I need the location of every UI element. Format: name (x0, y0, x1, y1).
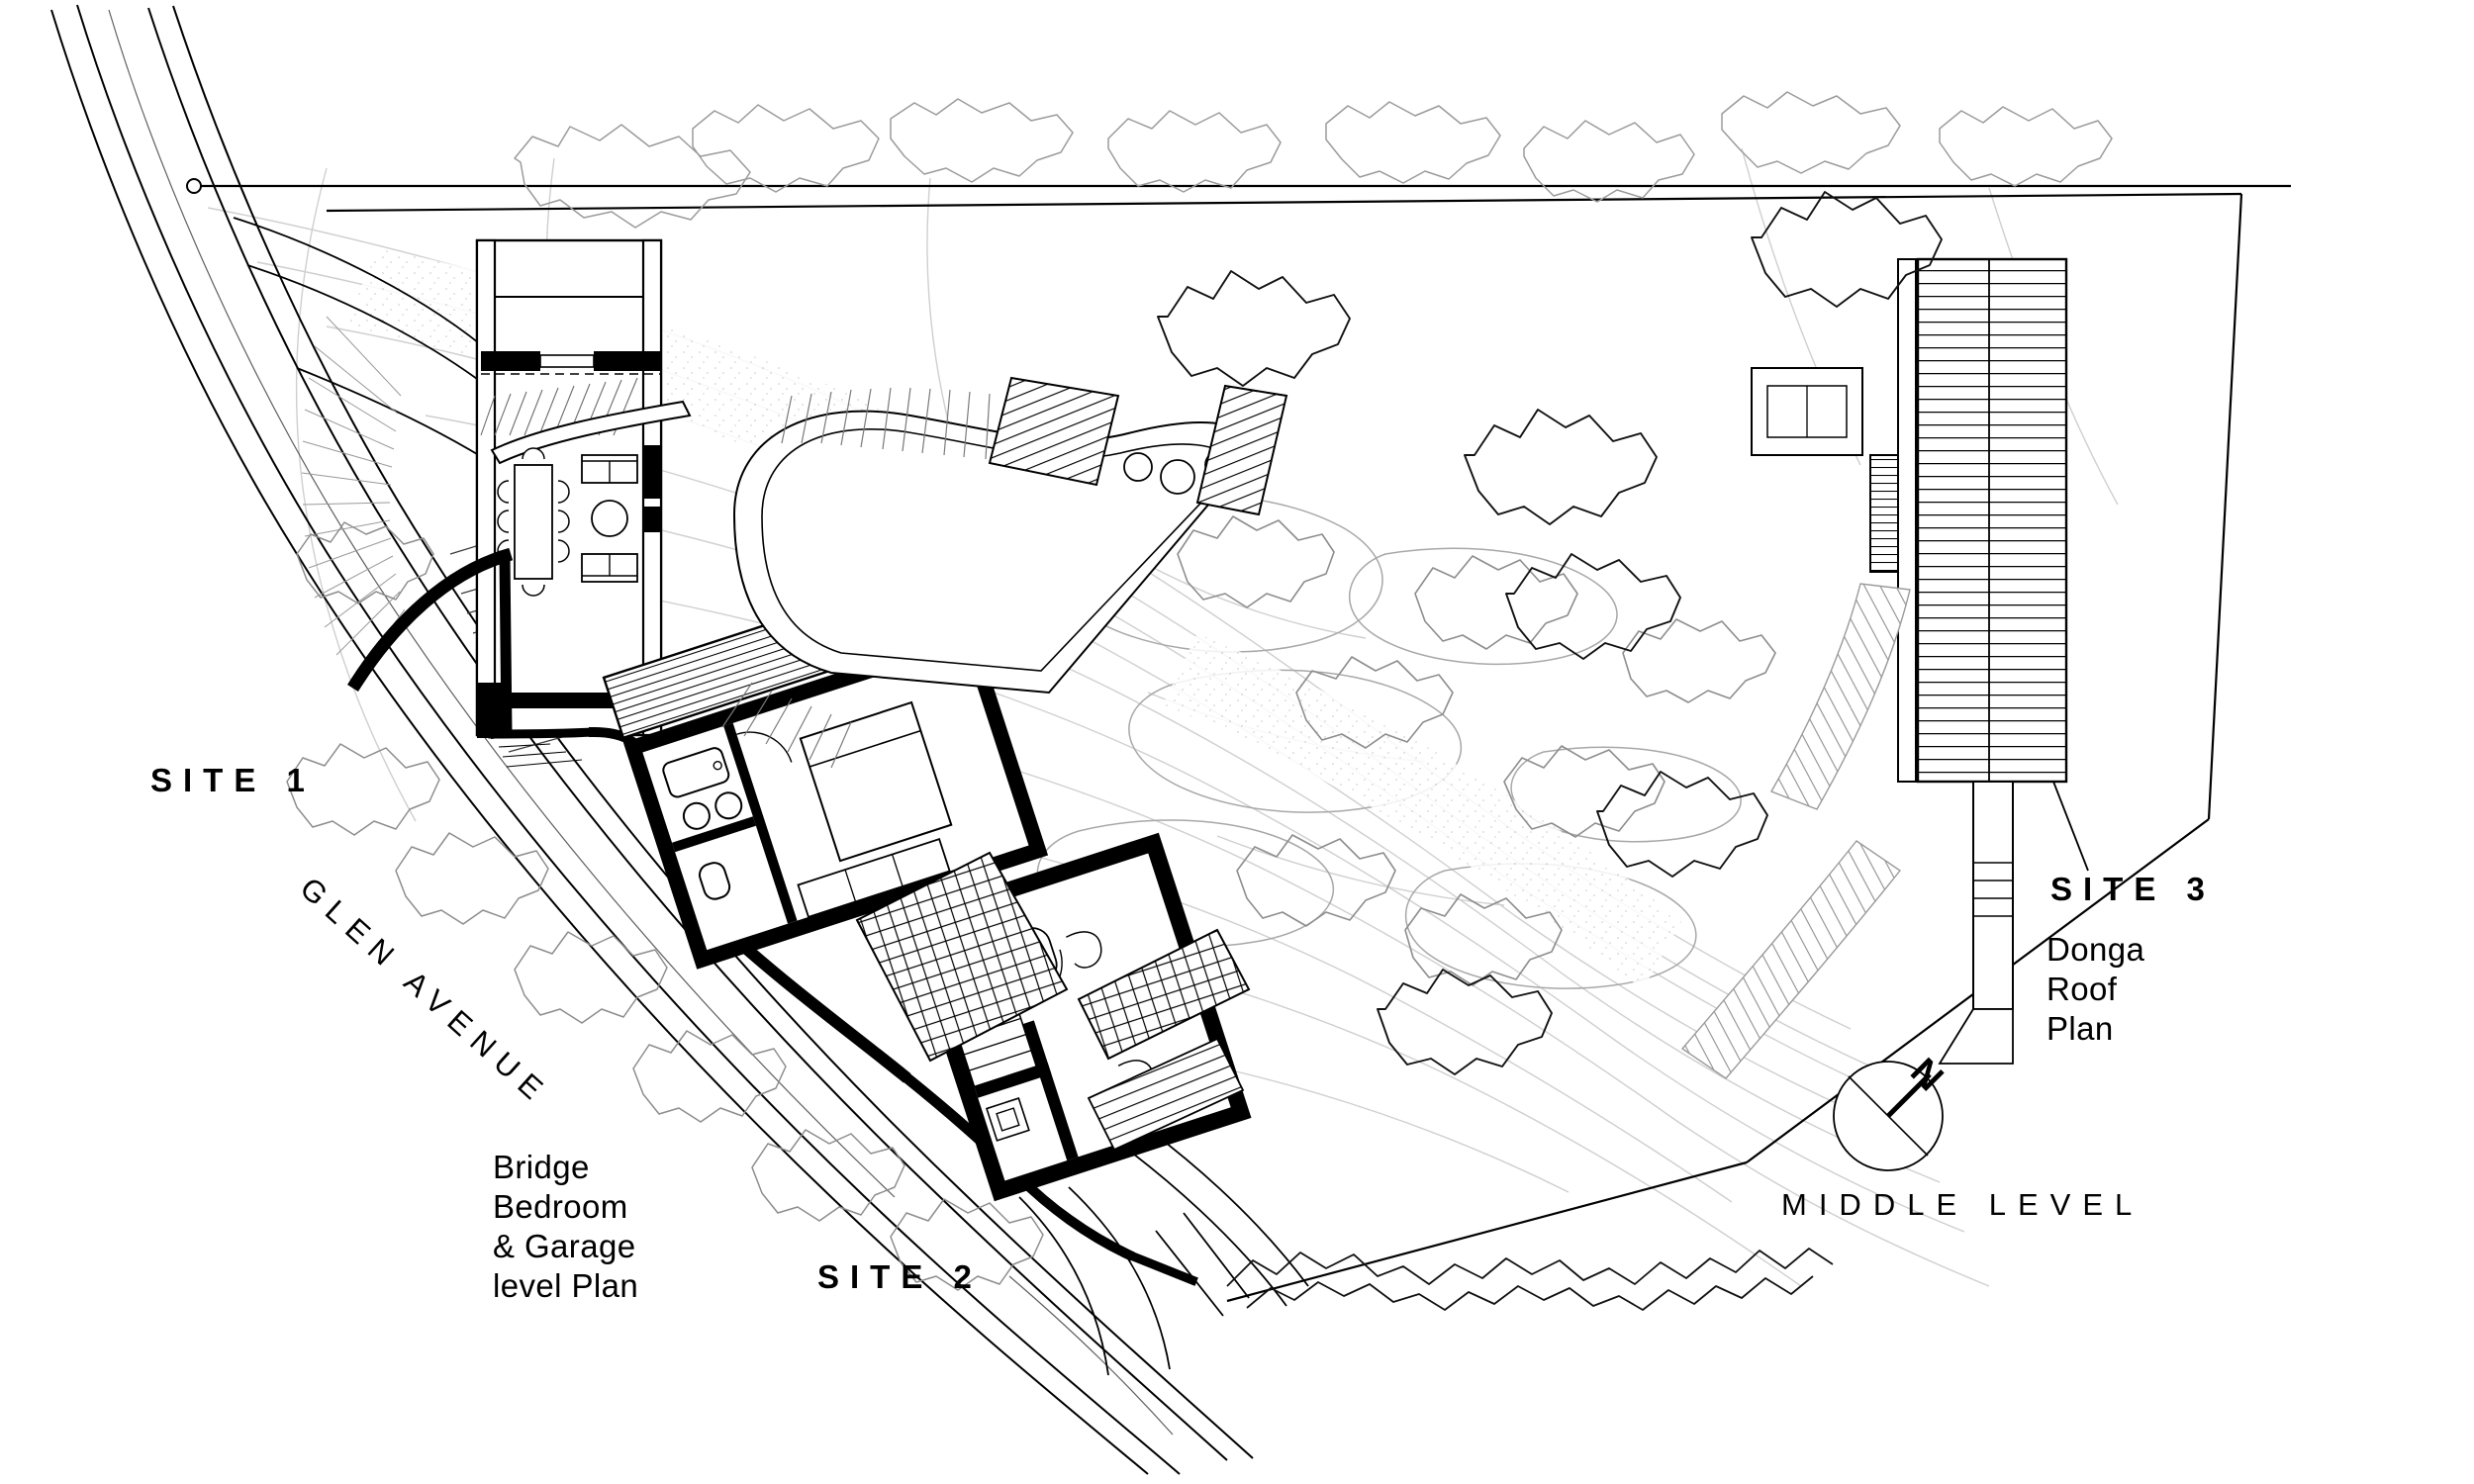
stepped-path (1680, 583, 1911, 1079)
southeast-hedge (1226, 1248, 1834, 1311)
site2-caption-line-1: Bridge (493, 1149, 590, 1185)
foreground-trees (1157, 191, 1943, 1075)
road-kerb-lines (108, 9, 1174, 1436)
paving-strips (1077, 928, 1251, 1152)
site3-caption-line-2: Roof (2046, 971, 2118, 1007)
site2-caption-line-2: Bedroom (493, 1188, 628, 1225)
midground-trees (1177, 515, 1776, 986)
middle-level-label: MIDDLE LEVEL (1781, 1187, 2144, 1222)
terrace-steps (721, 387, 991, 769)
garden-pavilion (1751, 367, 1863, 456)
site-2-label: SITE 2 (817, 1258, 983, 1295)
north-arrow (1833, 1061, 1944, 1171)
site3-leader-line (2052, 781, 2089, 872)
site2-caption-line-4: level Plan (493, 1267, 639, 1304)
pool-terrace (732, 410, 1261, 695)
site3-caption-line-3: Plan (2046, 1010, 2114, 1047)
paved-terrace (855, 851, 1069, 1063)
boundary-node (186, 178, 202, 194)
pool-deck (988, 376, 1288, 516)
site3-donga-roof (1897, 257, 2068, 1065)
glen-avenue-road (50, 4, 1254, 1475)
background-tree-canopy (514, 91, 2113, 229)
roadside-planting (286, 521, 1044, 1291)
site-3-label: SITE 3 (2050, 871, 2216, 907)
site2-caption-line-3: & Garage (493, 1228, 636, 1264)
site-1-label: SITE 1 (150, 762, 316, 798)
site3-caption-line-1: Donga (2046, 931, 2145, 968)
